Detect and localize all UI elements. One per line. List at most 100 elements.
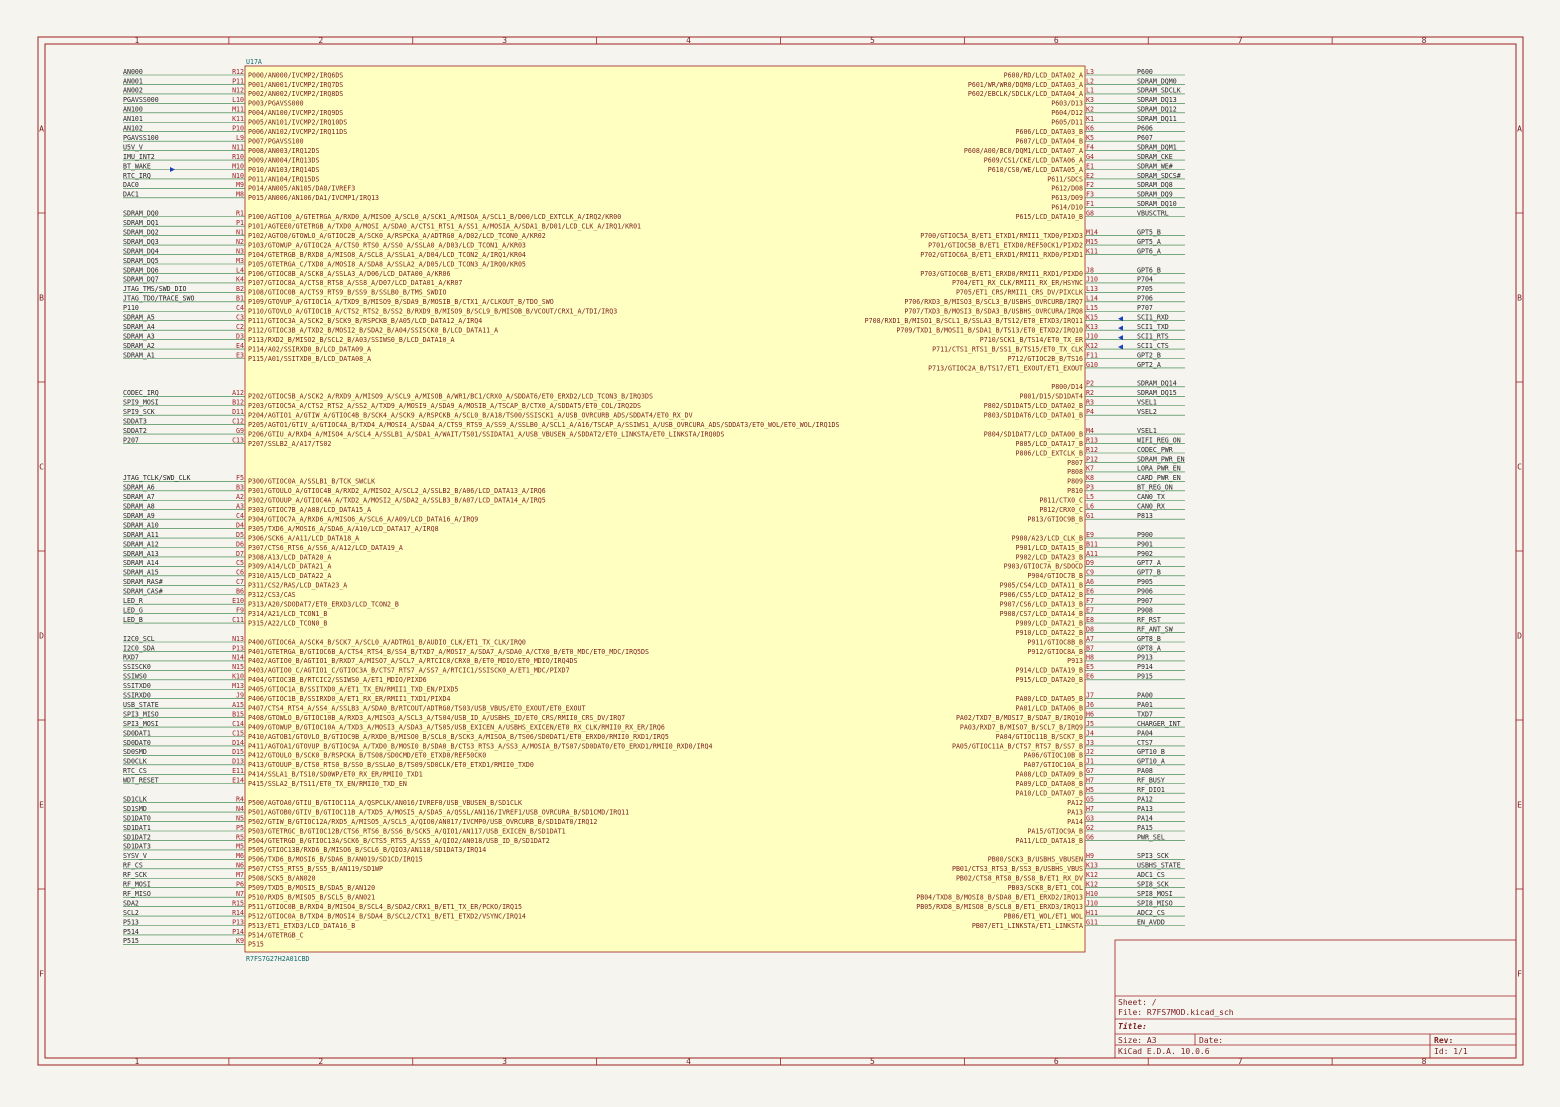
left-pin-number: D5 [236,531,244,539]
right-net-label: P900 [1137,531,1153,539]
right-pin-name: P911/GTIOC8B_B [1027,638,1083,646]
left-net-label: SDRAM_DQ2 [123,228,159,236]
right-pin-number: J1 [1086,758,1094,766]
right-net-label: SDRAM_DQ13 [1137,96,1177,104]
title-block: Sheet: / File: R7FS7MOD.kicad_sch Title:… [1114,939,1517,1059]
right-pin-number: H5 [1086,786,1094,794]
left-net-label: SD1CLK [123,795,147,803]
right-pin-name: P705/ET1_CRS/RMII1_CRS_DV/PIXCLK [956,289,1083,297]
left-pin-name: P004/AN100/IVCMP2/IRQ9DS [248,109,343,117]
left-pin-number: P11 [232,77,244,85]
file-label: File: R7FS7MOD.kicad_sch [1118,1008,1234,1017]
right-pin-name: PA06/GTIOC10B_B [1023,752,1083,760]
left-net-label: SD1DAT2 [123,833,151,841]
left-net-label: SD0SMD [123,748,147,756]
left-pin-number: N7 [236,890,244,898]
right-pin-name: P913 [1067,657,1083,665]
left-net-label: PGAVSS100 [123,134,159,142]
left-pin-name: P110/GTOVLO_A/GTIOC1B_A/CTS2_RTS2_B/SS2_… [248,308,617,316]
left-pin-name: P002/AN002/IVCMP2/IRQ8DS [248,90,343,98]
left-pin-name: P515 [248,941,264,949]
right-pin-name: P806/LCD_EXTCLK_B [1016,449,1084,457]
right-pin-name: PA04/GTIOC11B_B/SCK7_B [996,733,1083,741]
right-pin-number: M14 [1086,228,1098,236]
left-pin-name: P410/AGTOB1/GTOVLO_B/GTIOC9B_A/RXD0_B/MI… [248,733,669,741]
left-pin-name: P014/AN005/AN105/DA0/IVREF3 [248,185,355,193]
right-pin-name: P703/GTIOC6B_B/ET1_ERXD0/RMII1_RXD1/PIXD… [920,270,1083,278]
left-pin-name: P414/SSLA1_B/TS10/SD0WP/ET0_RX_ER/RMII0_… [248,771,423,779]
right-pin-number: L3 [1086,68,1094,76]
right-pin-name: PB06/ET1_WOL/ET1_WOL [1004,912,1083,920]
left-net-label: SDRAM_CAS# [123,588,163,596]
right-pin-number: D9 [1086,559,1094,567]
left-net-label: P513 [123,918,139,926]
left-pin-name: P504/GTETRGD_B/GTIOC13A/SCK6_B/CTS5_RTS5… [248,837,550,845]
right-pin-name: P900/A23/LCD_CLK_B [1012,534,1083,542]
right-net-label: P607 [1137,134,1153,142]
right-net-label: PA12 [1137,795,1153,803]
right-pin-name: P811/CTX0_C [1039,497,1083,505]
left-net-label: RTC_IRQ [123,172,151,180]
left-pin-number: D14 [232,739,244,747]
left-pin-name: P300/GTIOC0A_A/SSLB1_B/TCK_SWCLK [248,478,375,486]
col-mark-bottom: 2 [318,1057,323,1066]
left-net-label: IMU_INT2 [123,153,155,161]
left-net-label: SD1SMD [123,805,147,813]
direction-arrow-icon [1118,316,1123,322]
right-pin-name: P600/RD/LCD_DATA02_A [1004,71,1083,79]
left-pin-name: P506/TXD6_B/MOSI6_B/SDA6_B/AN019/SD1CD/I… [248,856,423,864]
left-pin-name: P402/AGTIO0_B/AGTIO1_B/RXD7_A/MISO7_A/SC… [248,657,578,665]
left-net-label: P514 [123,928,139,936]
size-label: Size: A3 [1118,1036,1157,1045]
right-net-label: VSEL1 [1137,399,1157,407]
right-pin-name: P613/D09 [1051,194,1083,202]
right-pin-number: L14 [1086,295,1098,303]
left-pin-number: M8 [236,191,244,199]
right-pin-name: P607/LCD_DATA04_B [1016,137,1084,145]
right-pin-number: P4 [1086,408,1094,416]
right-pin-number: F7 [1086,597,1094,605]
right-net-label: GPT5_A [1137,238,1161,246]
right-pin-number: L5 [1086,493,1094,501]
left-net-label: AN101 [123,115,143,123]
left-pin-number: B6 [236,588,244,596]
left-pin-number: M11 [232,106,244,114]
right-pin-name: P609/CS1/CKE/LCD_DATA06_A [984,156,1083,164]
right-pin-number: E7 [1086,606,1094,614]
right-pin-name: P914/LCD_DATA19_B [1016,667,1084,675]
left-pin-number: M9 [236,181,244,189]
left-pin-name: P500/AGTOA0/GTIU_B/GTIOC11A_A/QSPCLK/AN0… [248,799,522,807]
right-net-label: SDRAM_DQ10 [1137,200,1177,208]
left-pin-name: P111/GTIOC3A_A/SCK2_B/SCK9_B/RSPCKB_B/A0… [248,317,482,325]
right-net-label: PWR_SEL [1137,833,1165,841]
row-mark-left: E [39,801,44,810]
right-pin-name: PA09/LCD_DATA08_B [1016,780,1084,788]
left-net-label: SDRAM_DQ6 [123,266,159,274]
right-pin-name: P908/CS7/LCD_DATA14_B [1000,610,1083,618]
right-pin-name: P903/GTIOC7A_B/SDOCD [1004,563,1083,571]
right-pin-name: PB04/TXD8_B/MOSI8_B/SDA8_B/ET1_ERXD2/IRQ… [916,893,1083,901]
right-pin-name: PA02/TXD7_B/MOSI7_B/SDA7_B/IRQ10 [956,714,1083,722]
right-net-label: SDRAM_DQM1 [1137,143,1177,151]
left-pin-number: D11 [232,408,244,416]
left-pin-number: A15 [232,701,244,709]
right-pin-number: D8 [1086,625,1094,633]
left-pin-number: C7 [236,578,244,586]
right-pin-name: P707/TXD3_B/MOSI3_B/SDA3_B/USBHS_OVRCURA… [904,308,1083,316]
left-pin-number: N5 [236,814,244,822]
col-mark-bottom: 5 [870,1057,875,1066]
left-net-label: USB_STATE [123,701,159,709]
left-pin-number: G9 [236,427,244,435]
col-mark-top: 4 [686,36,691,45]
right-pin-number: F3 [1086,191,1094,199]
right-pin-number: K7 [1086,465,1094,473]
right-pin-name: P805/LCD_DATA17_B [1016,440,1084,448]
left-pin-number: F9 [236,606,244,614]
right-net-label: PA04 [1137,729,1153,737]
right-pin-name: P605/D11 [1051,119,1083,127]
right-net-label: GPT8_B [1137,635,1161,643]
left-net-label: SCL2 [123,909,139,917]
left-pin-name: P309/A14/LCD_DATA21_A [248,563,331,571]
left-pin-name: P105/GTETRGA_C/TXD8_A/MOSI8_A/SDA8_A/SSL… [248,260,526,268]
